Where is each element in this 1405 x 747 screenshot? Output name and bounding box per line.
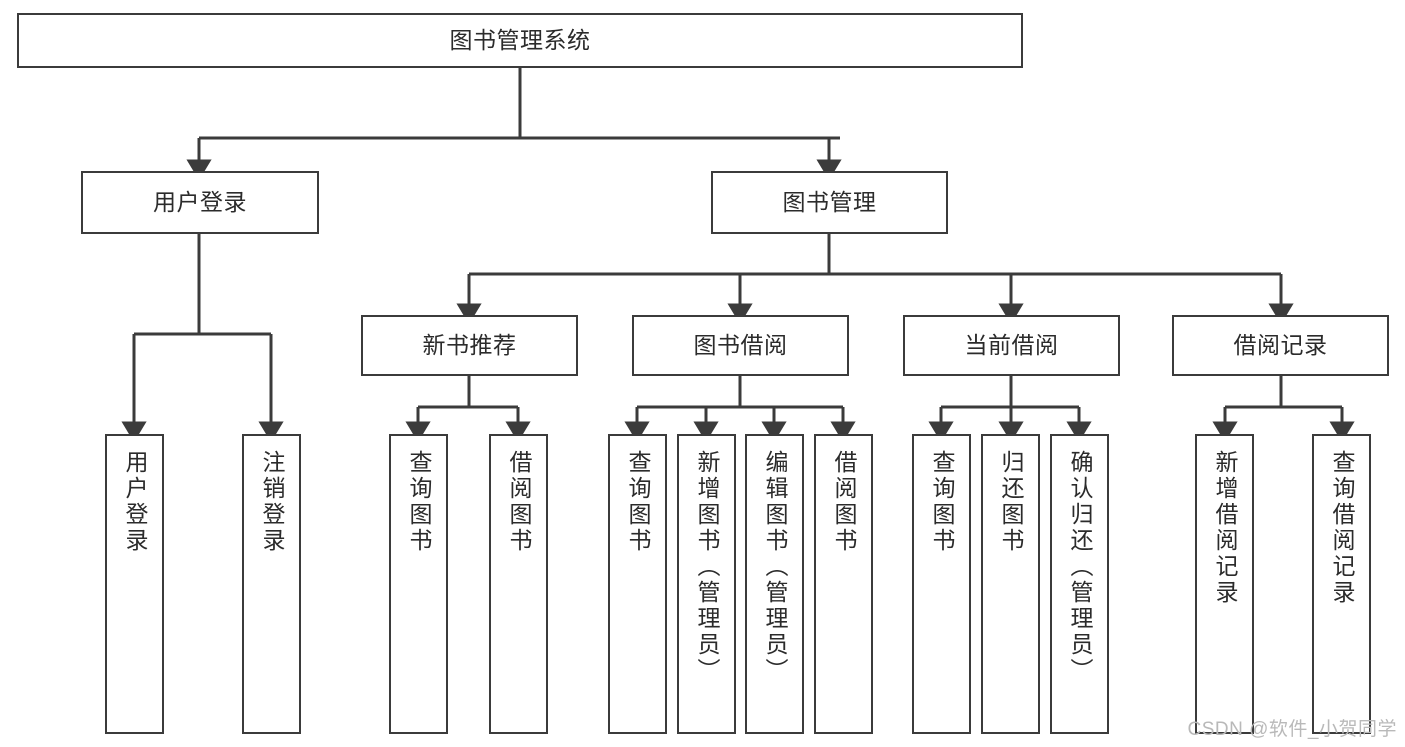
- leaf-borrow-book-2-label: 借阅图书: [831, 450, 857, 554]
- leaf-user-login[interactable]: 用户登录: [105, 434, 164, 734]
- leaf-logout[interactable]: 注销登录: [242, 434, 301, 734]
- leaf-add-record-label: 新增借阅记录: [1212, 450, 1238, 606]
- node-book-management-label: 图书管理: [782, 189, 877, 216]
- leaf-confirm-return-label: 确认归还（管理员）: [1067, 450, 1093, 684]
- node-new-book-recommend[interactable]: 新书推荐: [361, 315, 578, 376]
- leaf-query-book-1[interactable]: 查询图书: [389, 434, 448, 734]
- leaf-edit-book-label: 编辑图书（管理员）: [762, 450, 788, 684]
- leaf-add-book[interactable]: 新增图书（管理员）: [677, 434, 736, 734]
- leaf-query-record-label: 查询借阅记录: [1329, 450, 1355, 606]
- leaf-query-book-2[interactable]: 查询图书: [608, 434, 667, 734]
- node-book-borrow-label: 图书借阅: [693, 332, 788, 359]
- leaf-return-book[interactable]: 归还图书: [981, 434, 1040, 734]
- node-book-borrow[interactable]: 图书借阅: [632, 315, 849, 376]
- leaf-query-book-2-label: 查询图书: [625, 450, 651, 554]
- leaf-query-book-3-label: 查询图书: [929, 450, 955, 554]
- leaf-confirm-return[interactable]: 确认归还（管理员）: [1050, 434, 1109, 734]
- leaf-borrow-book-1[interactable]: 借阅图书: [489, 434, 548, 734]
- node-new-book-recommend-label: 新书推荐: [422, 332, 517, 359]
- node-user-login-label: 用户登录: [153, 189, 247, 216]
- leaf-borrow-book-2[interactable]: 借阅图书: [814, 434, 873, 734]
- leaf-borrow-book-1-label: 借阅图书: [506, 450, 532, 554]
- node-current-borrow[interactable]: 当前借阅: [903, 315, 1120, 376]
- leaf-query-book-3[interactable]: 查询图书: [912, 434, 971, 734]
- leaf-add-book-label: 新增图书（管理员）: [694, 450, 720, 684]
- node-current-borrow-label: 当前借阅: [964, 332, 1059, 359]
- node-borrow-record-label: 借阅记录: [1233, 332, 1328, 359]
- leaf-logout-label: 注销登录: [259, 450, 285, 554]
- leaf-add-record[interactable]: 新增借阅记录: [1195, 434, 1254, 734]
- node-borrow-record[interactable]: 借阅记录: [1172, 315, 1389, 376]
- csdn-watermark: CSDN @软件_小贺同学: [1187, 719, 1397, 740]
- node-book-management[interactable]: 图书管理: [711, 171, 948, 234]
- leaf-user-login-label: 用户登录: [122, 450, 148, 554]
- leaf-query-record[interactable]: 查询借阅记录: [1312, 434, 1371, 734]
- leaf-return-book-label: 归还图书: [998, 450, 1024, 554]
- leaf-query-book-1-label: 查询图书: [406, 450, 432, 554]
- node-user-login[interactable]: 用户登录: [81, 171, 319, 234]
- node-root[interactable]: 图书管理系统: [17, 13, 1023, 68]
- node-root-label: 图书管理系统: [449, 27, 591, 54]
- leaf-edit-book[interactable]: 编辑图书（管理员）: [745, 434, 804, 734]
